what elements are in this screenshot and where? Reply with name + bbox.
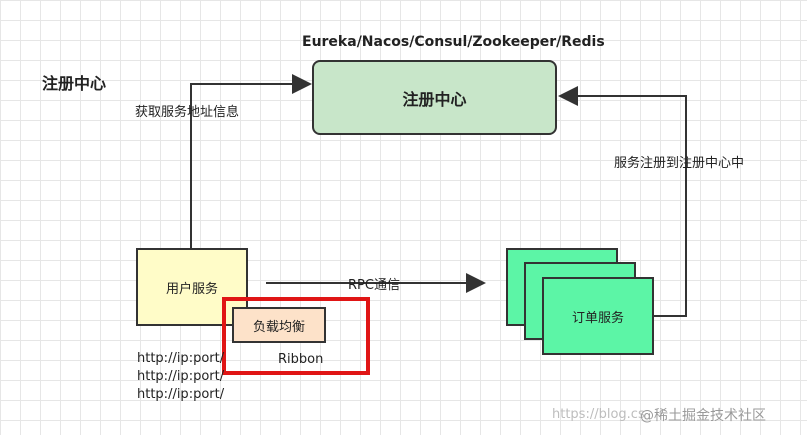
watermark-url: https://blog.cs [552, 407, 645, 422]
ribbon-label: Ribbon [278, 352, 324, 367]
registry-node: 注册中心 [312, 60, 557, 135]
rpc-label: RPC通信 [348, 278, 400, 293]
order-service-node: 订单服务 [542, 277, 654, 355]
user-service-node: 用户服务 [136, 248, 248, 326]
service-url: http://ip:port/ [137, 369, 225, 384]
service-url-list: http://ip:port/ http://ip:port/ http://i… [137, 350, 224, 404]
service-url: http://ip:port/ [137, 351, 225, 366]
load-balancer-highlight [222, 297, 370, 375]
register-service-label: 服务注册到注册中心中 [614, 156, 745, 171]
page-title: 注册中心 [42, 74, 107, 93]
registry-implementations-label: Eureka/Nacos/Consul/Zookeeper/Redis [302, 34, 605, 50]
service-url: http://ip:port/ [137, 387, 225, 402]
fetch-address-arrow [190, 74, 312, 248]
watermark-brand: @稀土掘金技术社区 [640, 408, 766, 424]
fetch-address-label: 获取服务地址信息 [135, 105, 240, 120]
load-balancer-node: 负载均衡 [232, 307, 326, 343]
register-arrow [558, 86, 687, 317]
